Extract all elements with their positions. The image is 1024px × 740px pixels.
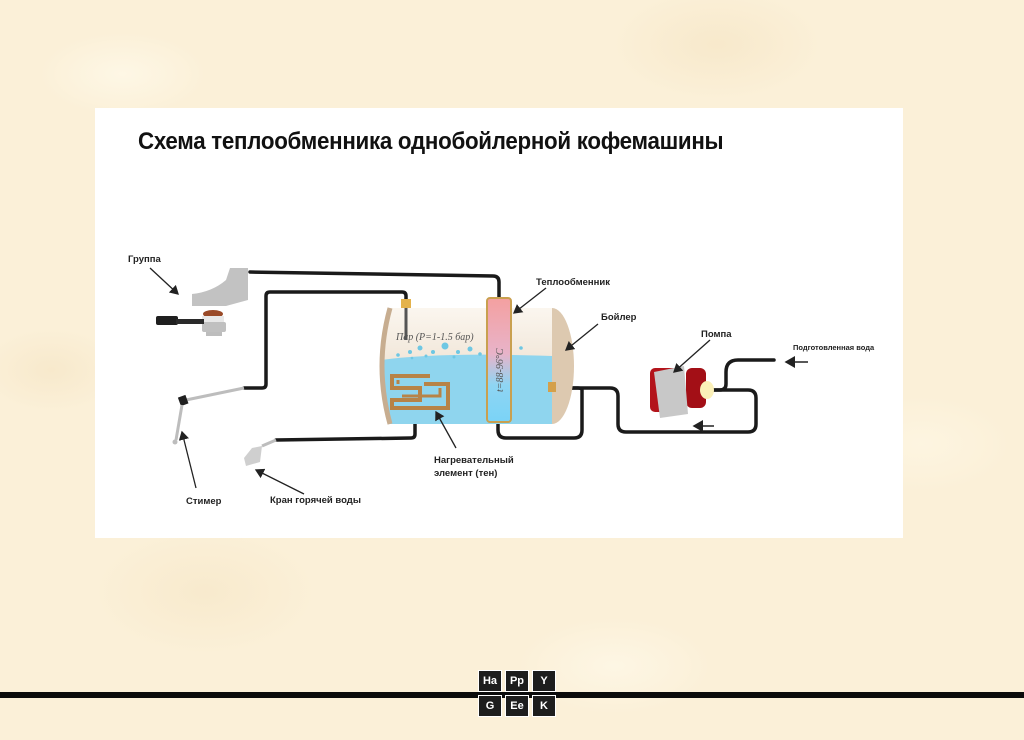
steamer [172,394,189,445]
label-hot-water-tap: Кран горячей воды [270,495,361,506]
logo-cell: Y [532,670,556,692]
exchanger-temperature-label: t=88-96°C [495,348,506,392]
arrow-steamer [178,430,197,489]
pump [650,366,714,418]
steam-pressure-label: Пар (P=1-1.5 бар) [395,332,474,343]
arrow-pump [673,339,711,373]
heating-element [390,374,450,410]
arrow-hot-water-tap [254,468,305,495]
group-head [156,268,248,336]
pipe-steamer-wand [185,386,245,402]
label-pump: Помпа [701,329,732,340]
arrow-group [149,267,179,295]
label-boiler: Бойлер [601,312,637,323]
pipe-group-to-exchanger [248,270,501,300]
pipes [242,270,776,442]
slide-title: Схема теплообменника однобойлерной кофем… [138,128,724,155]
boiler: Пар (P=1-1.5 бар) [379,299,574,425]
arrow-boiler [564,323,599,351]
pipe-hot-water [274,414,417,442]
heat-exchanger: t=88-96°C [486,297,512,423]
logo-cell: Ha [478,670,502,692]
label-steamer: Стимер [186,496,222,507]
logo-cell: G [478,695,502,717]
pipe-boiler-to-pump [554,386,758,434]
label-heat-exchanger: Теплообменник [536,277,610,288]
logo-cell: K [532,695,556,717]
label-group: Группа [128,254,161,265]
logo-cell: Pp [505,670,529,692]
arrow-heating-element [435,410,457,449]
pipe-hot-water-tail [261,438,277,448]
happy-geek-logo: Ha Pp Y G Ee K [478,670,556,720]
pipe-inlet [710,358,776,392]
logo-cell: Ee [505,695,529,717]
steam-bubbles [396,342,523,360]
hot-water-tap [244,446,262,466]
label-prepared-water: Подготовленная вода [793,343,875,352]
label-heating-element-1: Нагревательный [434,455,514,466]
arrow-heat-exchanger [512,287,547,314]
pipe-steam [242,290,408,390]
label-heating-element-2: элемент (тен) [434,468,497,479]
